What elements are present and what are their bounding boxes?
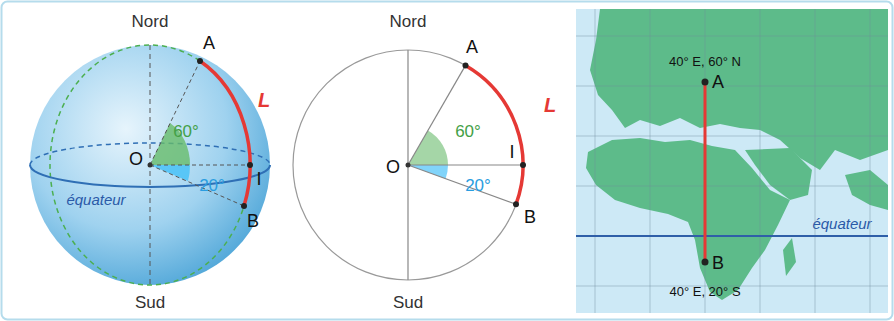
point-label: B	[524, 208, 536, 228]
india	[845, 170, 888, 210]
point-label: A	[466, 38, 478, 58]
grid-line	[576, 136, 888, 137]
angle-label: 60°	[173, 123, 199, 142]
angle-label: 20°	[199, 177, 225, 196]
coordinate-label: 40° E, 20° S	[669, 285, 740, 299]
globe	[30, 45, 270, 285]
pole-label: Sud	[393, 294, 423, 313]
grid-line	[815, 9, 816, 313]
radius	[408, 165, 516, 204]
radius	[150, 61, 200, 165]
arc-label: L	[544, 94, 556, 116]
point	[148, 163, 153, 168]
grid-line	[595, 9, 596, 313]
sphere	[30, 45, 270, 285]
point	[406, 163, 411, 168]
madagascar	[783, 238, 796, 276]
arc-label: L	[258, 89, 270, 111]
point-label: I	[256, 170, 261, 190]
pole-label: Nord	[390, 13, 427, 32]
point-label: B	[712, 254, 724, 274]
angle-label: 20°	[465, 177, 491, 196]
point	[463, 62, 469, 68]
grid-line	[576, 186, 888, 187]
angle-label: 60°	[455, 123, 481, 142]
grid	[576, 9, 888, 313]
point-label: O	[129, 150, 143, 170]
arc-l	[200, 61, 250, 206]
radius	[150, 165, 250, 166]
pole-label: Sud	[135, 294, 165, 313]
point	[702, 79, 709, 86]
cross-section	[293, 50, 526, 280]
point	[197, 58, 203, 64]
radius	[408, 65, 466, 165]
point-label: B	[247, 212, 259, 232]
radius	[408, 164, 523, 165]
grid-line	[760, 9, 761, 313]
grid-line	[870, 9, 871, 313]
point-label: O	[386, 158, 400, 178]
grid-line	[650, 9, 651, 313]
pole-label: Nord	[132, 13, 169, 32]
circle	[293, 50, 523, 280]
equator-label: équateur	[812, 216, 871, 233]
map	[576, 9, 888, 313]
point	[520, 162, 526, 168]
point-label: A	[203, 34, 215, 54]
sea	[576, 9, 888, 313]
grid-line	[576, 236, 888, 237]
equator-label: équateur	[66, 192, 125, 209]
angle-sector	[408, 130, 448, 165]
coordinate-label: 40° E, 60° N	[669, 55, 741, 69]
point	[241, 203, 247, 209]
grid-line	[576, 36, 888, 37]
route-line	[704, 82, 707, 262]
point-label: I	[509, 143, 514, 163]
point	[702, 259, 709, 266]
equator-line	[576, 235, 888, 237]
point	[247, 162, 253, 168]
radius	[150, 165, 244, 206]
point	[513, 201, 519, 207]
point-label: A	[712, 73, 724, 93]
meridian	[50, 45, 250, 285]
grid-line	[576, 86, 888, 87]
arabia	[745, 148, 812, 200]
angle-sector	[150, 165, 190, 181]
